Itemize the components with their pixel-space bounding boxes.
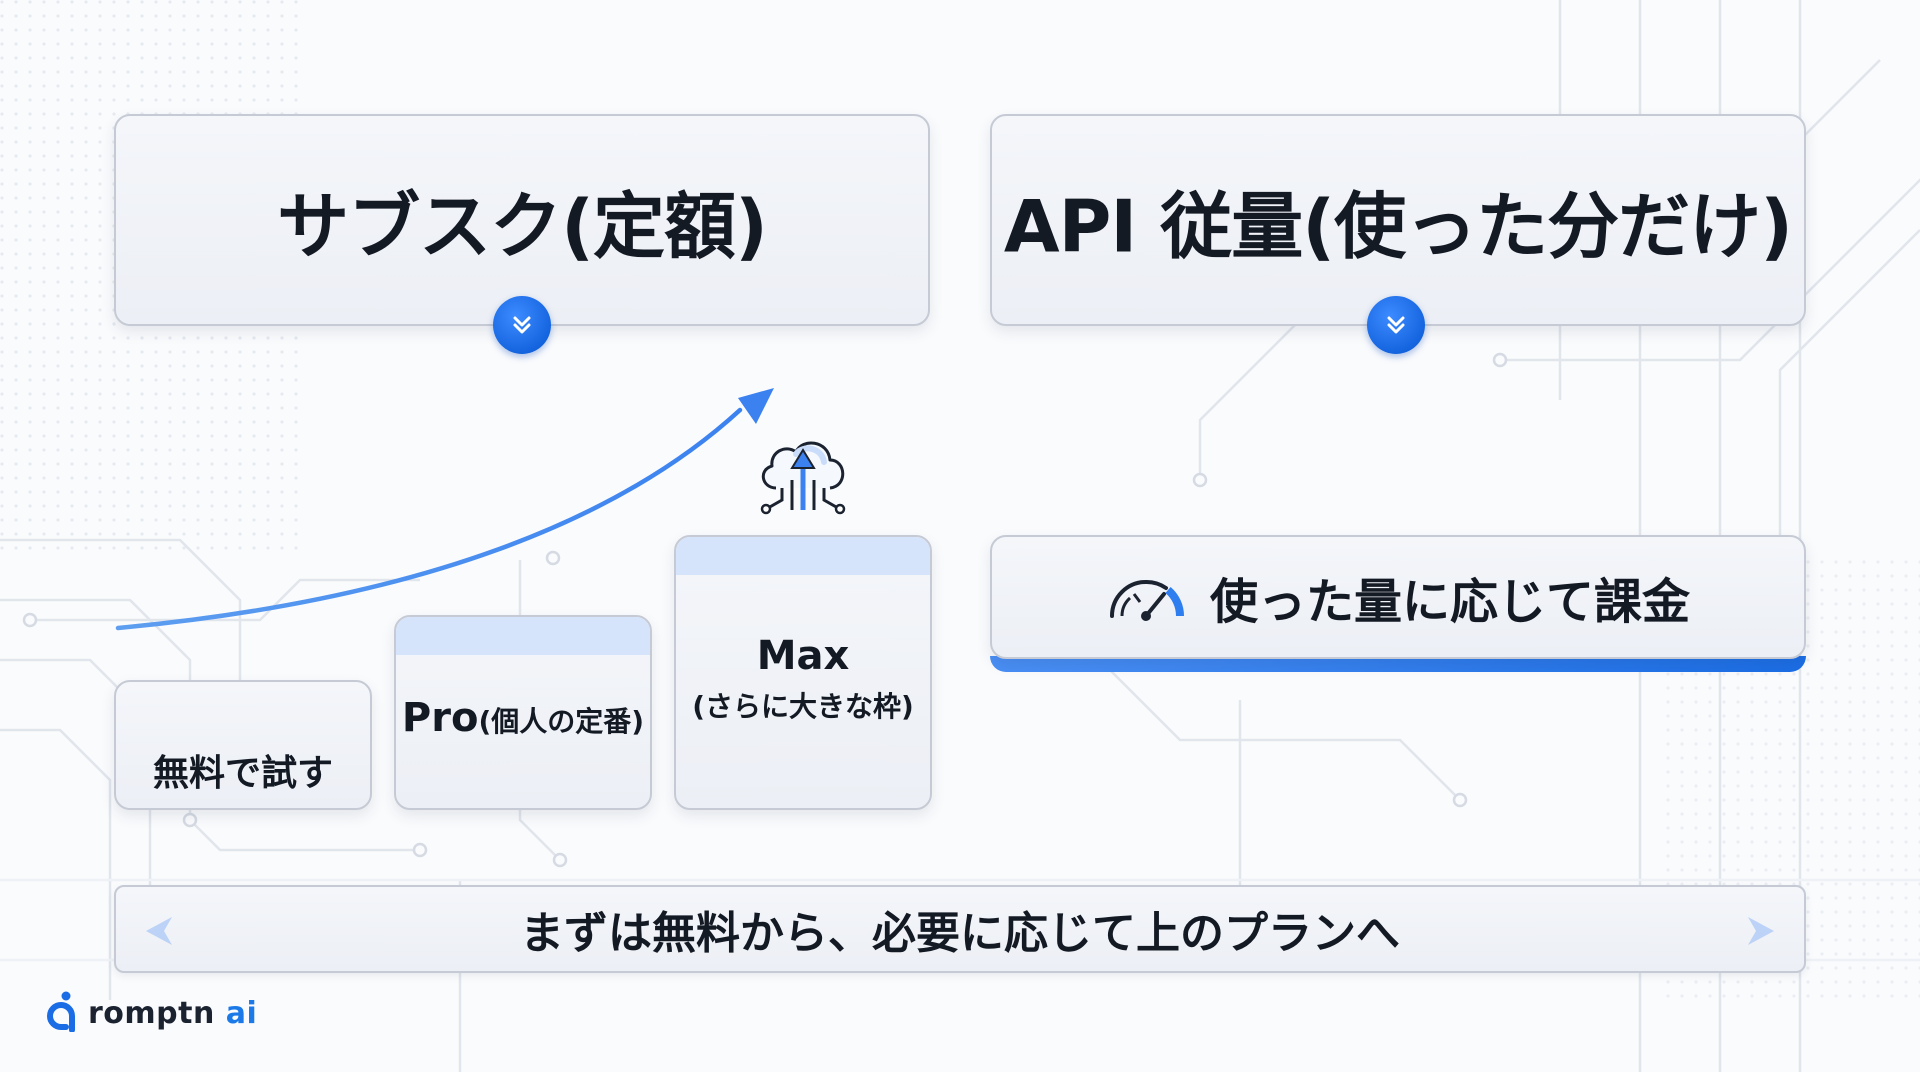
speedometer-icon: [1109, 579, 1184, 621]
cloud-upload-icon: [760, 441, 846, 515]
plan-pro-note: (個人の定番): [478, 705, 645, 738]
banner-text: まずは無料から、必要に応じて上のプランへ: [520, 908, 1400, 959]
growth-arrow-head: [738, 388, 774, 424]
brand-ai: ai: [225, 996, 258, 1031]
api-usage-panel: API 従量(使った分だけ): [990, 114, 1806, 326]
chevron-double-down-icon: [513, 316, 531, 334]
plan-pro-label: Pro(個人の定番): [396, 695, 650, 741]
arrow-right-icon[interactable]: [1746, 915, 1776, 947]
arrow-left-icon[interactable]: [144, 915, 174, 947]
plan-pro-header-bar: [396, 617, 650, 655]
subscription-title: サブスク(定額): [277, 184, 768, 269]
plan-pro-name: Pro: [401, 695, 479, 741]
subscription-panel: サブスク(定額): [114, 114, 930, 326]
brand-logo-icon: [47, 991, 75, 1032]
chevron-double-down-icon: [1387, 316, 1405, 334]
bottom-banner: まずは無料から、必要に応じて上のプランへ: [114, 885, 1806, 973]
api-usage-title: API 従量(使った分だけ): [1003, 184, 1793, 269]
api-chevron-button[interactable]: [1367, 296, 1425, 354]
growth-arrow: [115, 407, 743, 631]
brand-name: romptn: [88, 996, 215, 1031]
usage-billing-label: 使った量に応じて課金: [1209, 574, 1690, 630]
brand-wordmark: romptn ai: [88, 996, 257, 1031]
subscription-chevron-button[interactable]: [493, 296, 551, 354]
usage-billing-accent-bar: [990, 656, 1806, 672]
plan-free-label: 無料で試す: [152, 753, 333, 794]
usage-billing-card: 使った量に応じて課金: [990, 535, 1806, 659]
plan-max-name: Max: [756, 633, 850, 679]
plan-step-free: 無料で試す: [114, 680, 372, 810]
plan-max-note: (さらに大きな枠): [692, 690, 914, 723]
usage-billing-row: 使った量に応じて課金: [992, 562, 1804, 632]
plan-max-header-bar: [676, 537, 930, 575]
plan-step-pro: Pro(個人の定番): [394, 615, 652, 810]
plan-step-max: Max (さらに大きな枠): [674, 535, 932, 810]
